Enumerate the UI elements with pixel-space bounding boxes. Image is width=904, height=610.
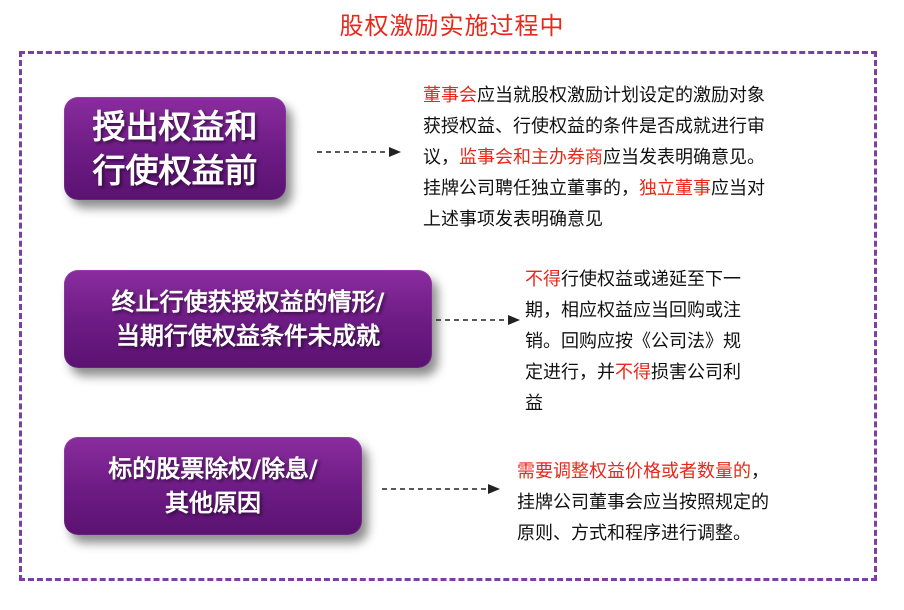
dashed-arrow-icon — [382, 484, 500, 494]
highlight-text: 董事会 — [423, 85, 477, 106]
dashed-arrow-icon — [317, 147, 401, 157]
stage-box-line: 终止行使获授权益的情形/ — [111, 288, 385, 316]
body-text: 行使权益或递延至下一 — [561, 269, 741, 290]
body-text: 获授权益、行使权益的条件是否成就进行审 — [423, 116, 765, 137]
description-line: 挂牌公司董事会应当按照规定的 — [517, 487, 769, 518]
body-text: 上述事项发表明确意见 — [423, 209, 603, 230]
description-line: 需要调整权益价格或者数量的， — [517, 456, 769, 487]
stage-box-termination: 终止行使获授权益的情形/ 当期行使权益条件未成就 — [64, 270, 432, 368]
highlight-text: 不得 — [525, 269, 561, 290]
highlight-text: 独立董事 — [639, 178, 711, 199]
body-text: 应当发表明确意见。 — [603, 147, 765, 168]
dashed-frame — [19, 51, 877, 581]
stage-box-ex-rights: 标的股票除权/除息/ 其他原因 — [64, 437, 362, 535]
stage-box-line: 标的股票除权/除息/ — [108, 455, 318, 483]
description-line: 获授权益、行使权益的条件是否成就进行审 — [423, 111, 765, 142]
highlight-text: 监事会和主办券商 — [459, 147, 603, 168]
stage-box-line: 其他原因 — [165, 489, 261, 517]
description-line: 议，监事会和主办券商应当发表明确意见。 — [423, 142, 765, 173]
stage-box-line: 行使权益前 — [92, 150, 258, 190]
page-title: 股权激励实施过程中 — [339, 12, 565, 40]
description-line: 董事会应当就股权激励计划设定的激励对象 — [423, 80, 765, 111]
description-line: 不得行使权益或递延至下一 — [525, 264, 741, 295]
description-line: 上述事项发表明确意见 — [423, 204, 765, 235]
body-text: 损害公司利 — [651, 362, 741, 383]
body-text: 挂牌公司董事会应当按照规定的 — [517, 492, 769, 513]
body-text: 应当对 — [711, 178, 765, 199]
description-line: 期，相应权益应当回购或注 — [525, 295, 741, 326]
body-text: 期，相应权益应当回购或注 — [525, 300, 741, 321]
description-line: 原则、方式和程序进行调整。 — [517, 518, 769, 549]
body-text: 销。回购应按《公司法》规 — [525, 331, 741, 352]
dashed-arrow-icon — [436, 315, 520, 325]
highlight-text: 不得 — [615, 362, 651, 383]
stage-box-line: 当期行使权益条件未成就 — [116, 322, 380, 350]
stage-box-line: 授出权益和 — [92, 106, 258, 146]
body-text: 应当就股权激励计划设定的激励对象 — [477, 85, 765, 106]
description-line: 挂牌公司聘任独立董事的，独立董事应当对 — [423, 173, 765, 204]
body-text: 原则、方式和程序进行调整。 — [517, 523, 751, 544]
description-block: 需要调整权益价格或者数量的， 挂牌公司董事会应当按照规定的原则、方式和程序进行调整… — [517, 456, 769, 549]
description-line: 定进行，并不得损害公司利 — [525, 357, 741, 388]
body-text: 议， — [423, 147, 459, 168]
highlight-text: 需要调整权益价格或者数量的 — [517, 461, 751, 482]
description-line: 销。回购应按《公司法》规 — [525, 326, 741, 357]
body-text: 益 — [525, 393, 543, 414]
description-block: 董事会应当就股权激励计划设定的激励对象获授权益、行使权益的条件是否成就进行审议，… — [423, 80, 765, 235]
body-text: 定进行，并 — [525, 362, 615, 383]
stage-box-before-grant: 授出权益和 行使权益前 — [64, 97, 286, 200]
description-block: 不得行使权益或递延至下一期，相应权益应当回购或注销。回购应按《公司法》规定进行，… — [525, 264, 741, 419]
body-text: 挂牌公司聘任独立董事的， — [423, 178, 639, 199]
body-text: ， — [751, 461, 769, 482]
description-line: 益 — [525, 388, 741, 419]
